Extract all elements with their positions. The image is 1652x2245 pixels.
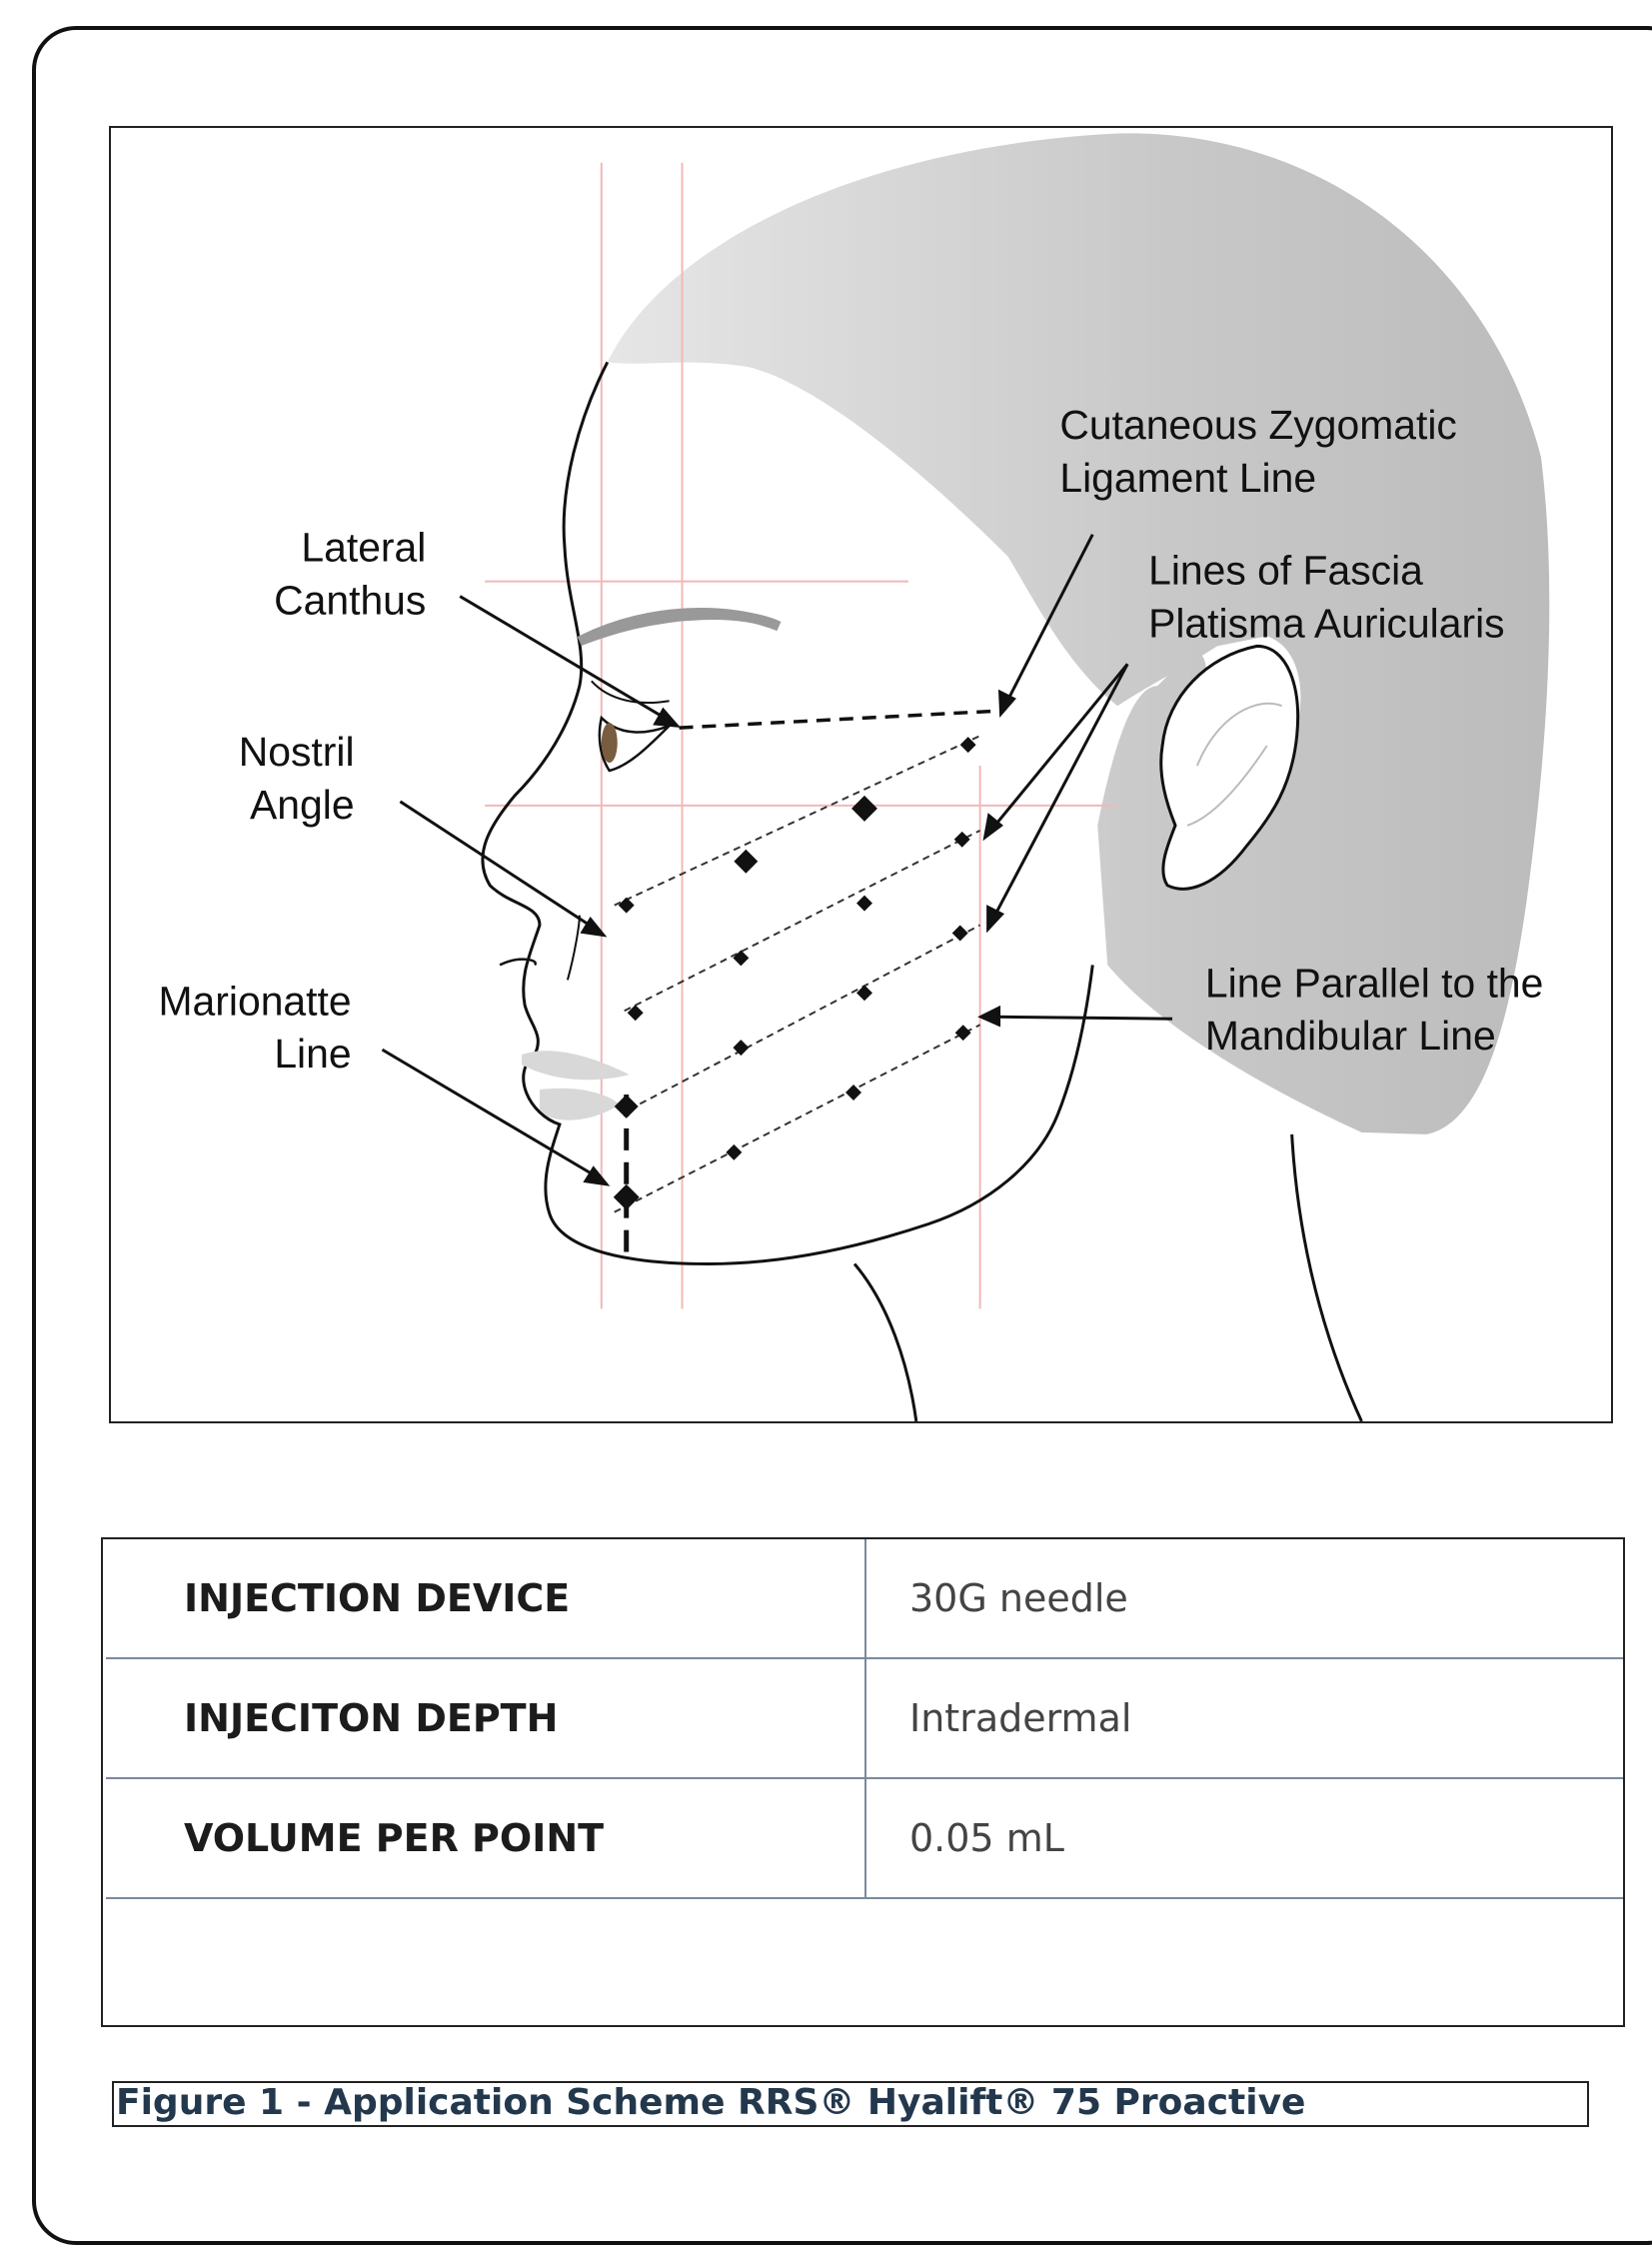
injection-point [734, 850, 758, 874]
injection-point [726, 1144, 742, 1160]
row-value: 0.05 mL [909, 1779, 1064, 1897]
injection-point [851, 796, 877, 822]
row-label: INJECTION DEVICE [184, 1539, 570, 1657]
injection-point [952, 926, 968, 942]
injection-point [955, 1025, 971, 1041]
row-label: INJECITON DEPTH [184, 1659, 558, 1777]
injection-point [954, 832, 970, 848]
injection-points [614, 737, 976, 1210]
table-row: INJECITON DEPTH Intradermal [106, 1659, 1623, 1779]
label-mandibular-2: Mandibular Line [1205, 1013, 1496, 1059]
label-lateral-canthus-1: Lateral [301, 525, 426, 571]
injection-parameters-table: INJECTION DEVICE 30G needle INJECITON DE… [101, 1537, 1625, 2027]
injection-point [856, 896, 872, 912]
eyebrow [580, 613, 779, 641]
injection-point [615, 1095, 639, 1119]
label-fascia-2: Platisma Auricularis [1148, 600, 1505, 646]
label-nostril-angle-2: Angle [250, 782, 355, 828]
injection-point [619, 898, 635, 914]
table-row: VOLUME PER POINT 0.05 mL [106, 1779, 1623, 1899]
label-fascia-1: Lines of Fascia [1148, 548, 1423, 594]
row-value: Intradermal [909, 1659, 1131, 1777]
label-zygomatic-1: Cutaneous Zygomatic [1059, 402, 1456, 448]
label-mandibular-1: Line Parallel to the [1205, 960, 1543, 1006]
injection-lines [615, 736, 980, 1212]
label-marionette-1: Marionatte [159, 978, 352, 1024]
injection-point [845, 1085, 861, 1101]
face-diagram: Lateral Canthus Nostril Angle Marionatte… [109, 126, 1613, 1423]
table-row: INJECTION DEVICE 30G needle [106, 1539, 1623, 1659]
label-lateral-canthus-2: Canthus [274, 577, 426, 623]
figure-caption: Figure 1 - Application Scheme RRS® Hyali… [112, 2081, 1589, 2127]
label-nostril-angle-1: Nostril [239, 729, 355, 775]
label-zygomatic-2: Ligament Line [1059, 455, 1316, 501]
injection-point [614, 1184, 640, 1210]
row-value: 30G needle [909, 1539, 1128, 1657]
label-marionette-2: Line [274, 1031, 351, 1077]
injection-point [856, 985, 872, 1001]
injection-point [733, 950, 749, 966]
face-diagram-svg: Lateral Canthus Nostril Angle Marionatte… [111, 128, 1611, 1421]
row-label: VOLUME PER POINT [184, 1779, 604, 1897]
